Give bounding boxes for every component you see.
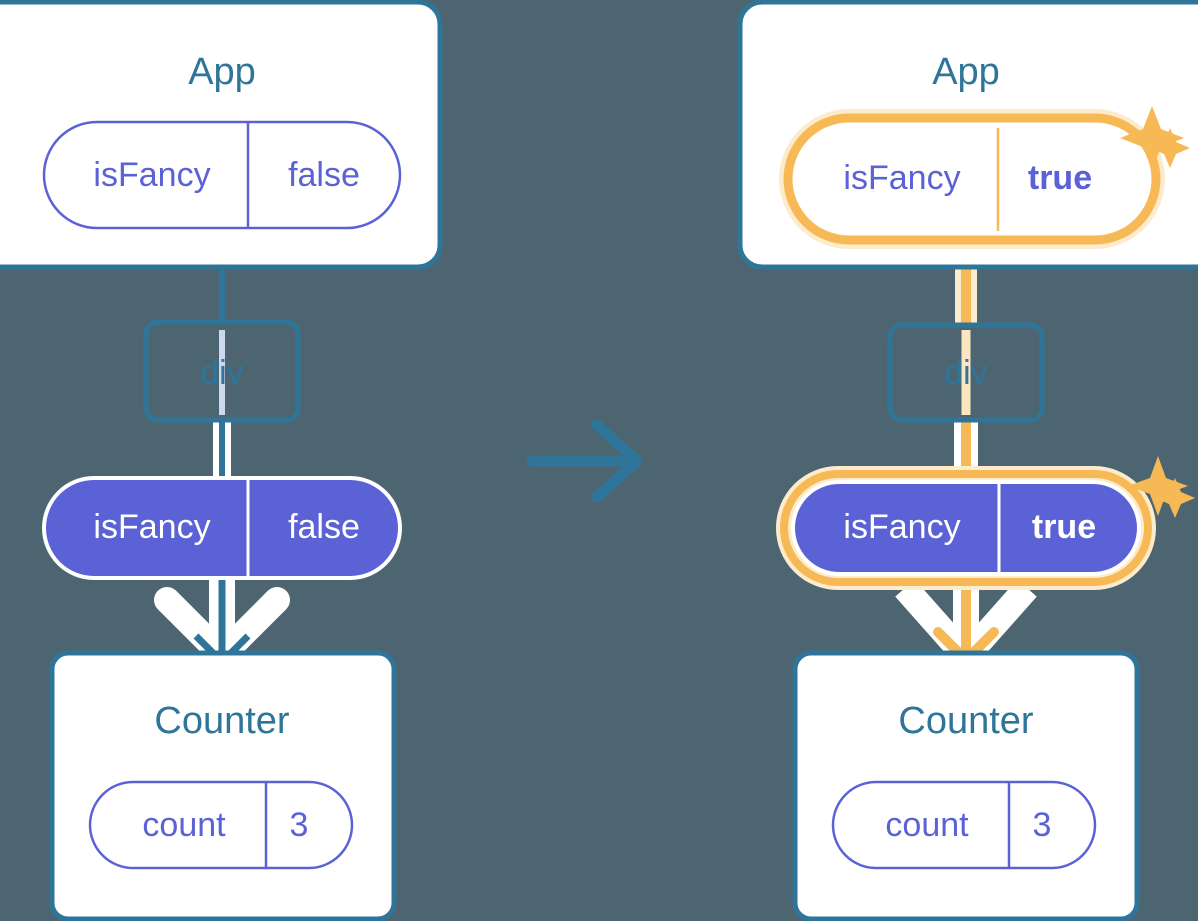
counter-title-after: Counter <box>898 700 1034 742</box>
prop-pill-after-ring <box>780 470 1152 586</box>
app-state-pill-before-name: isFancy <box>93 156 210 194</box>
prop-pill-before-name: isFancy <box>93 508 210 546</box>
div-box-after-frame <box>887 322 1045 423</box>
app-state-pill-before-value: false <box>288 156 360 194</box>
div-box-before-frame <box>143 319 301 423</box>
arrow-right-icon <box>526 419 643 503</box>
app-state-pill-after[interactable]: isFancy true <box>779 109 1165 249</box>
app-state-pill-after-ring <box>783 113 1161 245</box>
div-label-after: div <box>944 354 987 392</box>
div-box-before[interactable]: div <box>143 319 301 423</box>
counter-state-pill-before-value: 3 <box>290 806 309 844</box>
app-state-pill-before-frame <box>42 120 402 230</box>
prop-pill-before[interactable]: isFancy false <box>42 476 402 580</box>
prop-pill-after-frame <box>791 480 1141 576</box>
div-label-before: div <box>200 354 243 392</box>
prop-pill-after-value: true <box>1032 508 1096 546</box>
counter-state-pill-before[interactable]: count 3 <box>88 780 354 870</box>
counter-state-pill-before-name: count <box>142 806 226 844</box>
counter-state-pill-after[interactable]: count 3 <box>831 780 1097 870</box>
prop-pill-after-name: isFancy <box>843 508 960 546</box>
prop-pill-after[interactable]: isFancy true <box>776 466 1156 590</box>
sparkle-large-icon-app <box>1120 106 1184 170</box>
app-state-pill-after-name: isFancy <box>843 159 960 197</box>
app-title-after: App <box>932 51 1000 93</box>
sparkle-small-icon-app <box>1150 128 1190 168</box>
sparkle-large-icon-prop <box>1128 456 1188 516</box>
prop-pill-before-value: false <box>288 508 360 546</box>
div-box-after[interactable]: div <box>887 322 1045 423</box>
sparkle-small-icon-prop <box>1155 478 1195 518</box>
prop-pill-before-frame <box>42 476 402 580</box>
counter-title-before: Counter <box>154 700 290 742</box>
counter-state-pill-after-name: count <box>885 806 969 844</box>
counter-state-pill-after-value: 3 <box>1033 806 1052 844</box>
app-title-before: App <box>188 51 256 93</box>
app-state-pill-after-value: true <box>1028 159 1092 197</box>
app-state-pill-before[interactable]: isFancy false <box>42 120 402 230</box>
counter-state-pill-after-frame <box>831 780 1097 870</box>
counter-state-pill-before-frame <box>88 780 354 870</box>
